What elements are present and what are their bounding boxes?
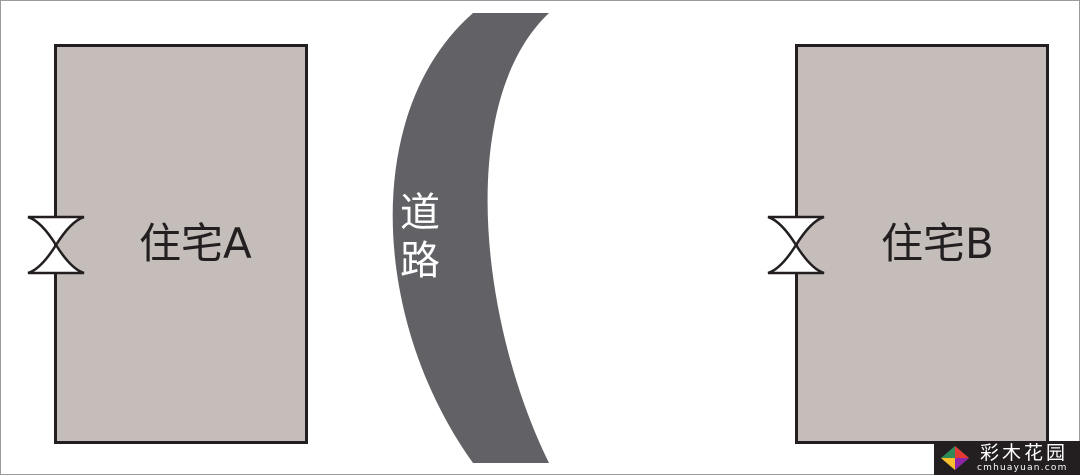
door-icon [767,215,825,275]
house-b [795,44,1049,444]
watermark-title: 彩木花园 [980,442,1069,464]
road-shape [392,13,549,463]
watermark: 彩木花园 cmhuayuan.com [934,441,1080,475]
road-label-char-1: 道 [400,190,440,236]
house-b-label: 住宅B [881,219,994,268]
watermark-logo-icon [941,446,969,470]
road-label: 道 路 [395,189,445,285]
door-icon [27,215,85,275]
road-label-char-2: 路 [400,238,440,284]
house-a-label: 住宅A [139,219,252,268]
watermark-url: cmhuayuan.com [977,463,1068,473]
